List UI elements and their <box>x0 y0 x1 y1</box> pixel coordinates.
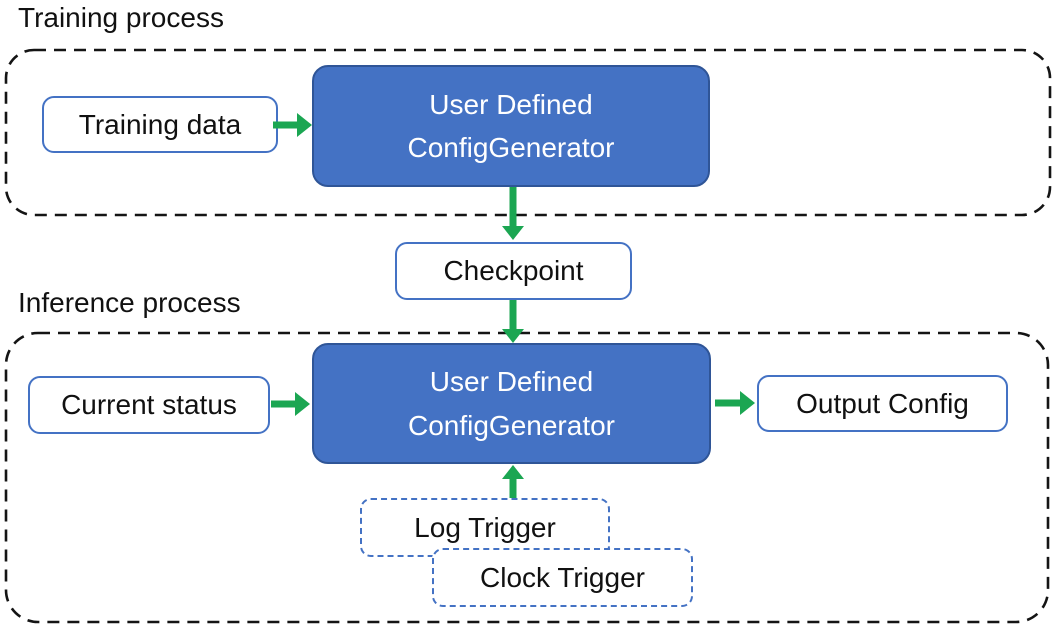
right-arrow-current-status-to-generator <box>271 392 310 416</box>
training-config-generator-line2: ConfigGenerator <box>407 132 615 163</box>
training-data-node-label: Training data <box>78 108 242 140</box>
right-arrow-training-data-to-generator <box>273 113 312 137</box>
inference-process-container <box>4 331 1050 624</box>
checkpoint-node: Checkpoint <box>395 242 632 300</box>
checkpoint-node-label: Checkpoint <box>443 255 584 287</box>
training-data-node: Training data <box>42 96 278 153</box>
training-config-generator-line1: User Defined <box>429 88 593 120</box>
clock-trigger-node-label: Clock Trigger <box>480 561 645 593</box>
right-arrow-generator-to-output-config <box>715 391 755 415</box>
down-arrow-checkpoint-to-generator <box>502 300 524 343</box>
inference-config-generator-line1: User Defined <box>429 366 594 398</box>
inference-config-generator-line2: ConfigGenerator <box>407 409 615 441</box>
up-arrow-triggers-to-generator <box>502 465 524 498</box>
current-status-node-label: Current status <box>61 389 237 421</box>
output-config-node: Output Config <box>757 375 1008 432</box>
training-config-generator-node: User Defined ConfigGenerator <box>312 65 710 187</box>
training-process-container <box>4 48 1052 217</box>
log-trigger-node-label: Log Trigger <box>414 511 556 543</box>
inference-config-generator-node: User Defined ConfigGenerator <box>312 343 711 464</box>
output-config-node-label: Output Config <box>796 387 969 419</box>
inference-process-label: Inference process <box>18 287 241 318</box>
down-arrow-generator-to-checkpoint <box>502 187 524 240</box>
clock-trigger-node: Clock Trigger <box>432 548 693 607</box>
training-process-label: Training process <box>18 2 224 33</box>
current-status-node: Current status <box>28 376 270 434</box>
